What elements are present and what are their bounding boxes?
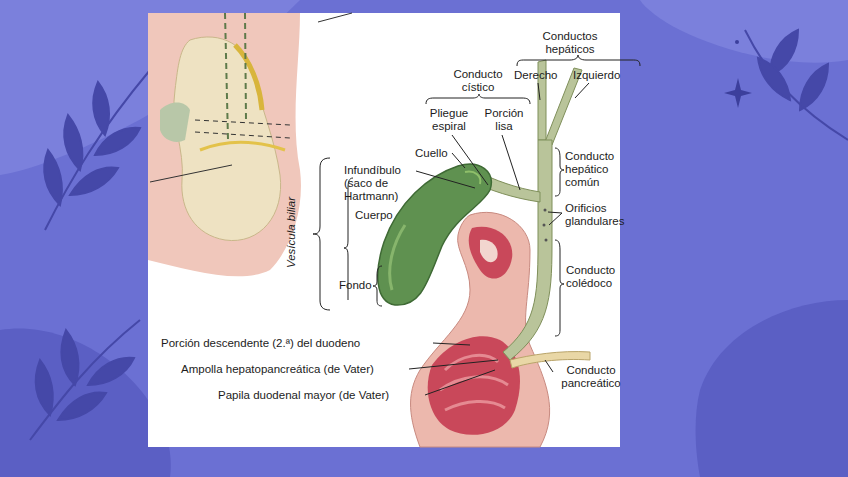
decor-leaves bbox=[30, 320, 140, 440]
decor-blobs bbox=[0, 328, 171, 477]
decor-leaves bbox=[800, 64, 828, 110]
decor-blobs bbox=[640, 0, 848, 63]
leader-lines-left bbox=[318, 13, 352, 22]
liver-pancreas bbox=[148, 13, 301, 276]
gallbladder bbox=[378, 164, 491, 305]
brackets bbox=[555, 240, 564, 336]
decor-leaves bbox=[61, 330, 78, 385]
liver-pancreas bbox=[148, 13, 301, 276]
white-panel bbox=[148, 13, 620, 447]
gallbladder bbox=[390, 225, 405, 290]
decor-leaves bbox=[95, 128, 140, 155]
part-label: Conducto colédoco bbox=[566, 264, 636, 290]
decor-leaves bbox=[88, 358, 134, 385]
decor-stars bbox=[735, 40, 739, 44]
brackets bbox=[426, 94, 530, 104]
decor-leaves bbox=[64, 115, 82, 170]
duodenum bbox=[469, 227, 513, 279]
part-label: Pliegue espiral bbox=[420, 107, 478, 133]
brackets bbox=[373, 266, 382, 306]
leader-lines-left bbox=[150, 165, 232, 182]
decor-leaves bbox=[758, 58, 790, 100]
part-label: Conducto hepático común bbox=[565, 150, 645, 189]
part-label: Cuerpo bbox=[355, 209, 393, 222]
part-label: Fondo bbox=[339, 279, 372, 292]
part-label: Porción descendente (2.ª) del duodeno bbox=[161, 337, 360, 350]
decor-leaves bbox=[745, 30, 848, 140]
decor-leaves bbox=[44, 150, 62, 205]
bile-ducts bbox=[545, 239, 548, 242]
part-label: Izquierdo bbox=[573, 69, 620, 82]
decor-stars bbox=[724, 40, 752, 108]
liver-pancreas bbox=[235, 45, 262, 110]
part-label: Porción lisa bbox=[479, 107, 529, 133]
brackets bbox=[313, 55, 640, 336]
part-label: Infundíbulo (saco de Hartmann) bbox=[344, 164, 416, 203]
leader-lines bbox=[502, 135, 520, 190]
part-label: Ampolla hepatopancreática (de Vater) bbox=[181, 363, 374, 376]
leader-lines bbox=[433, 343, 470, 345]
duodenum bbox=[440, 355, 508, 410]
part-label: Derecho bbox=[514, 69, 557, 82]
decor-leaves bbox=[45, 70, 150, 230]
leader-lines bbox=[409, 360, 498, 369]
leader-lines bbox=[452, 135, 488, 185]
decor-blobs bbox=[696, 300, 848, 477]
liver-pancreas bbox=[225, 13, 228, 140]
leader-lines-left bbox=[150, 13, 352, 182]
decor-leaves bbox=[36, 360, 53, 415]
leader-lines bbox=[548, 212, 562, 225]
group-label: Conductos hepáticos bbox=[527, 30, 613, 56]
gallbladder bbox=[378, 164, 491, 305]
leader-lines bbox=[452, 153, 465, 168]
liver-pancreas bbox=[200, 143, 285, 151]
decor-stars bbox=[724, 78, 752, 108]
bile-ducts bbox=[503, 140, 552, 360]
decor-leaves bbox=[70, 167, 118, 195]
decor-leaves bbox=[58, 392, 106, 420]
gallbladder bbox=[465, 172, 480, 184]
leader-lines bbox=[425, 370, 495, 395]
part-label: Orificios glandulares bbox=[565, 202, 645, 228]
leader-lines bbox=[416, 171, 475, 188]
brackets bbox=[517, 55, 640, 66]
part-label: Cuello bbox=[415, 147, 448, 160]
group-label: Conducto cístico bbox=[446, 68, 510, 94]
brackets bbox=[555, 148, 564, 196]
bile-ducts bbox=[543, 224, 546, 227]
leader-lines bbox=[409, 83, 589, 395]
liver-pancreas bbox=[195, 120, 290, 138]
group-label: Vesícula biliar bbox=[285, 196, 298, 267]
part-label: Conducto pancreático bbox=[552, 364, 630, 390]
part-label: Papila duodenal mayor (de Vater) bbox=[218, 389, 389, 402]
liver-pancreas bbox=[160, 103, 190, 142]
bile-ducts bbox=[544, 209, 547, 212]
duodenum bbox=[480, 240, 498, 263]
leader-lines bbox=[538, 83, 540, 100]
liver-pancreas bbox=[245, 13, 246, 120]
leader-lines bbox=[545, 360, 553, 372]
leader-lines bbox=[575, 83, 589, 98]
brackets bbox=[313, 158, 330, 310]
decor-leaves bbox=[93, 82, 109, 135]
